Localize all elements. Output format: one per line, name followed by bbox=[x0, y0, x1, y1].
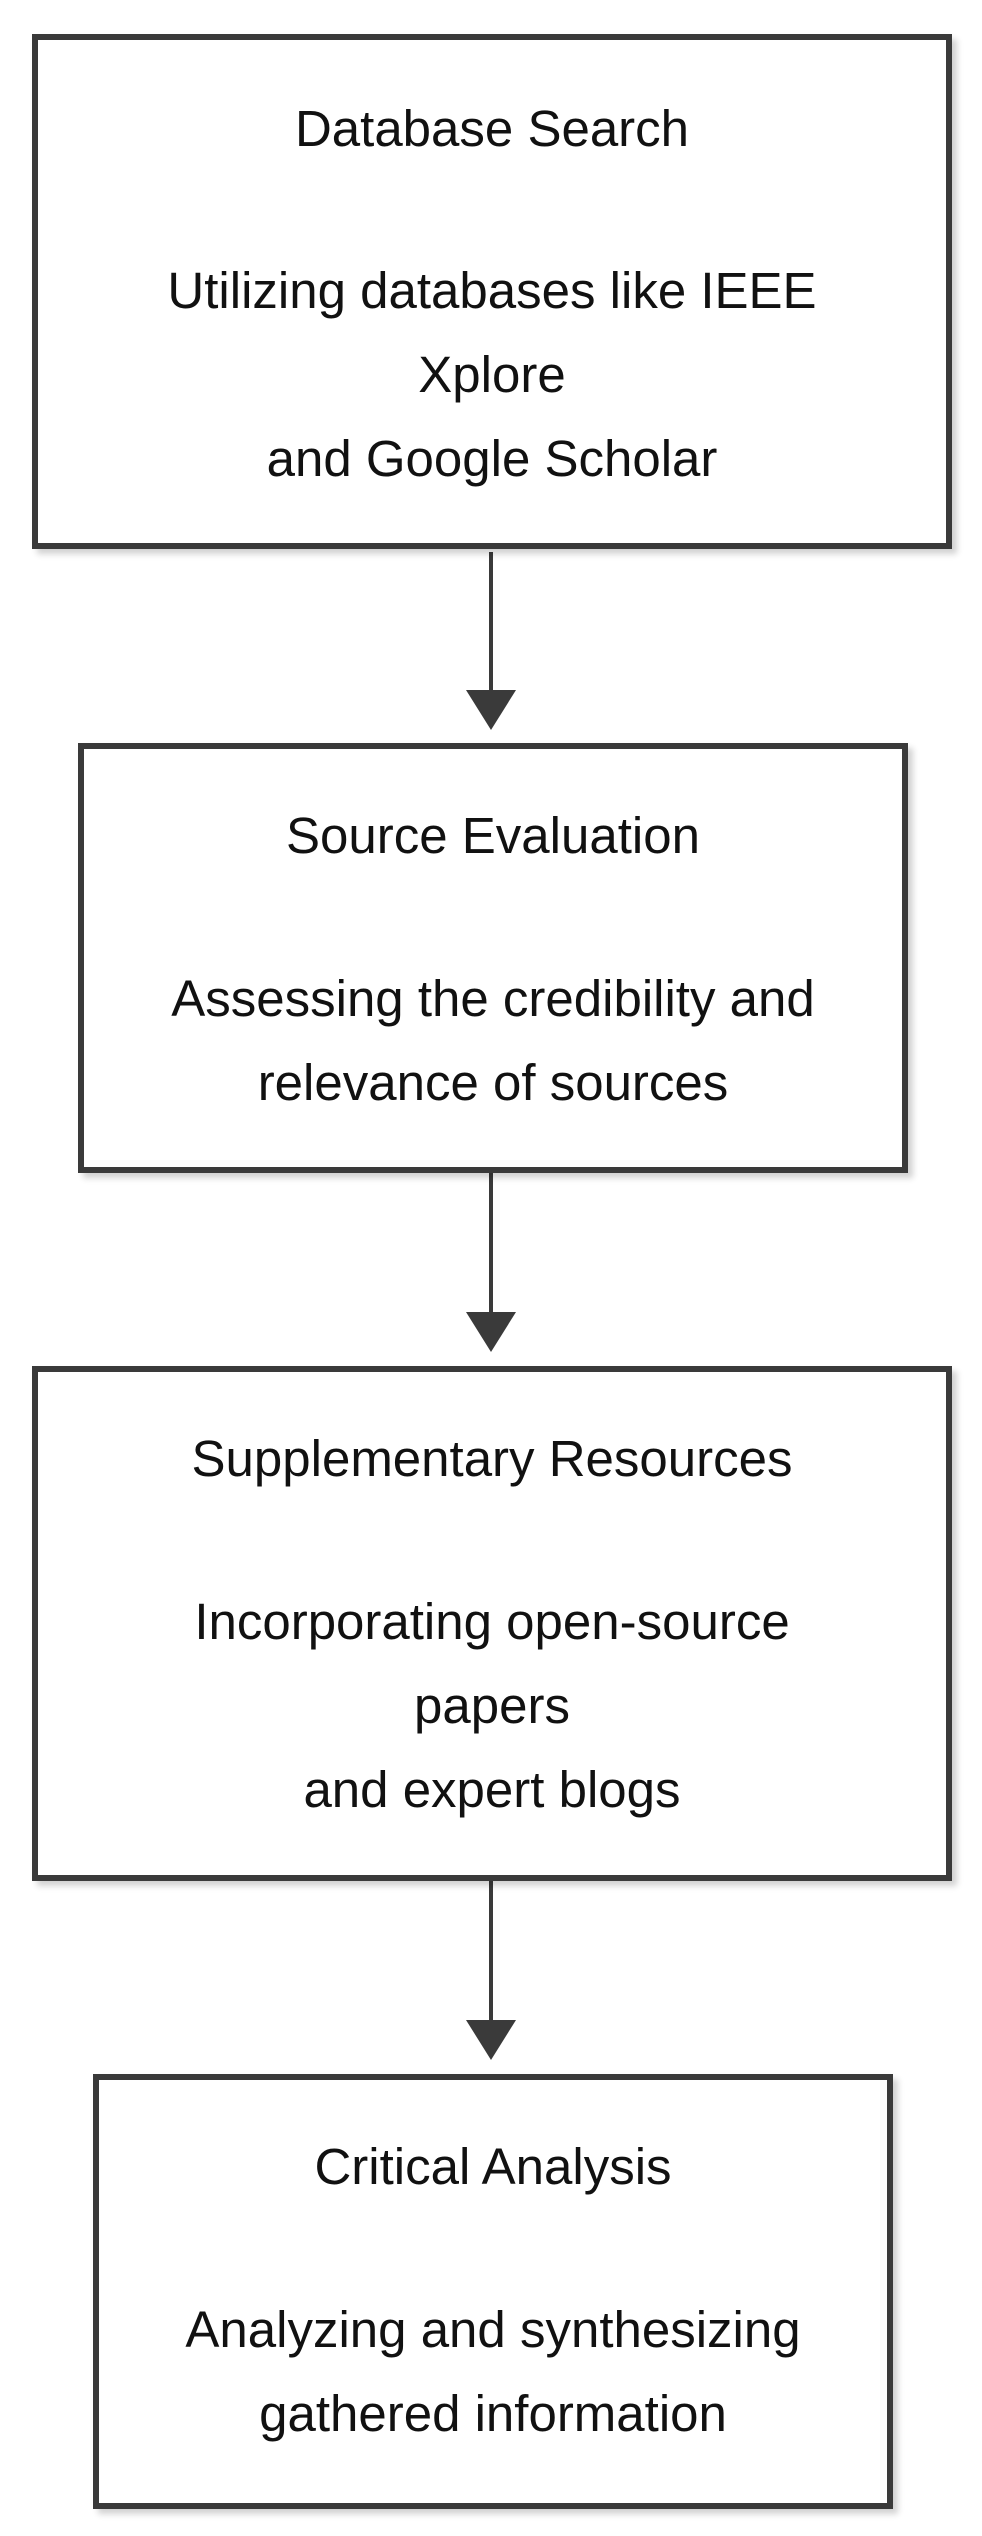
arrow-database-to-evaluation bbox=[466, 552, 516, 730]
description-line: and Google Scholar bbox=[266, 430, 718, 487]
node-description: Incorporating open-source papers and exp… bbox=[38, 1580, 946, 1832]
node-supplementary-resources: Supplementary Resources Incorporating op… bbox=[32, 1366, 952, 1881]
node-database-search: Database Search Utilizing databases like… bbox=[32, 34, 952, 549]
node-title: Supplementary Resources bbox=[191, 1430, 793, 1487]
node-title: Database Search bbox=[294, 100, 690, 157]
node-critical-analysis: Critical Analysis Analyzing and synthesi… bbox=[93, 2074, 893, 2509]
description-line: papers bbox=[414, 1677, 570, 1734]
description-line: and expert blogs bbox=[303, 1761, 681, 1818]
description-line: Analyzing and synthesizing bbox=[185, 2301, 801, 2358]
description-line: Xplore bbox=[418, 346, 566, 403]
description-line: gathered information bbox=[259, 2385, 727, 2442]
node-source-evaluation: Source Evaluation Assessing the credibil… bbox=[78, 743, 908, 1173]
node-description: Assessing the credibility and relevance … bbox=[84, 957, 902, 1125]
node-title: Source Evaluation bbox=[286, 807, 700, 864]
node-description: Utilizing databases like IEEE Xplore and… bbox=[38, 249, 946, 501]
node-description: Analyzing and synthesizing gathered info… bbox=[99, 2288, 887, 2456]
node-title: Critical Analysis bbox=[314, 2138, 672, 2195]
arrow-supplementary-to-analysis bbox=[466, 1881, 516, 2060]
description-line: Incorporating open-source bbox=[194, 1593, 790, 1650]
description-line: Utilizing databases like IEEE bbox=[167, 262, 817, 319]
arrow-evaluation-to-supplementary bbox=[466, 1173, 516, 1352]
description-line: relevance of sources bbox=[257, 1054, 729, 1111]
description-line: Assessing the credibility and bbox=[171, 970, 815, 1027]
